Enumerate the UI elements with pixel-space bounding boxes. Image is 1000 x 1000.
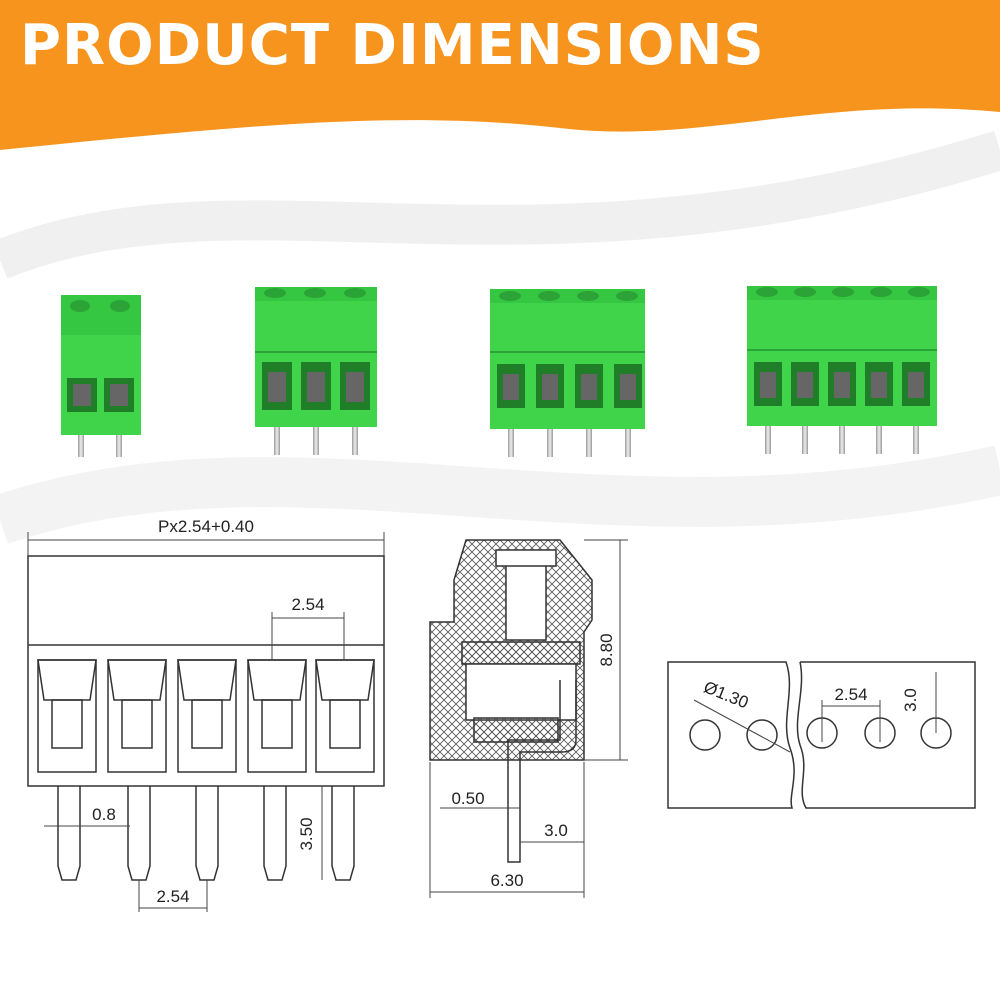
page-title: PRODUCT DIMENSIONS bbox=[20, 13, 765, 78]
terminal-block-4-pin-photo bbox=[490, 289, 645, 457]
terminal-block-2-pin-photo bbox=[61, 295, 141, 457]
terminal-block-3-pin-photo bbox=[255, 287, 377, 455]
front-pin-width-label: 0.8 bbox=[92, 805, 116, 824]
front-pitch-top-label: 2.54 bbox=[291, 595, 324, 614]
pcb-row-offset-label: 3.0 bbox=[901, 688, 920, 712]
side-pin-width-label: 0.50 bbox=[451, 789, 484, 808]
pcb-hole-diameter-label: Ø1.30 bbox=[701, 677, 751, 712]
side-pin-offset-label: 3.0 bbox=[544, 821, 568, 840]
front-view-drawing: Px2.54+0.40 2.54 bbox=[27, 517, 385, 912]
front-pitch-bottom-label: 2.54 bbox=[156, 887, 189, 906]
front-width-label: Px2.54+0.40 bbox=[158, 517, 254, 536]
header-band bbox=[0, 0, 1000, 150]
side-height-label: 8.80 bbox=[597, 633, 616, 666]
front-pin-length-label: 3.50 bbox=[297, 817, 316, 850]
side-depth-label: 6.30 bbox=[490, 871, 523, 890]
terminal-block-5-pin-photo bbox=[747, 286, 937, 454]
pcb-layout-drawing: Ø1.30 2.54 3.0 bbox=[667, 661, 976, 809]
side-view-drawing: 8.80 0.50 3.0 6.30 bbox=[429, 539, 628, 898]
pcb-pitch-label: 2.54 bbox=[834, 685, 867, 704]
